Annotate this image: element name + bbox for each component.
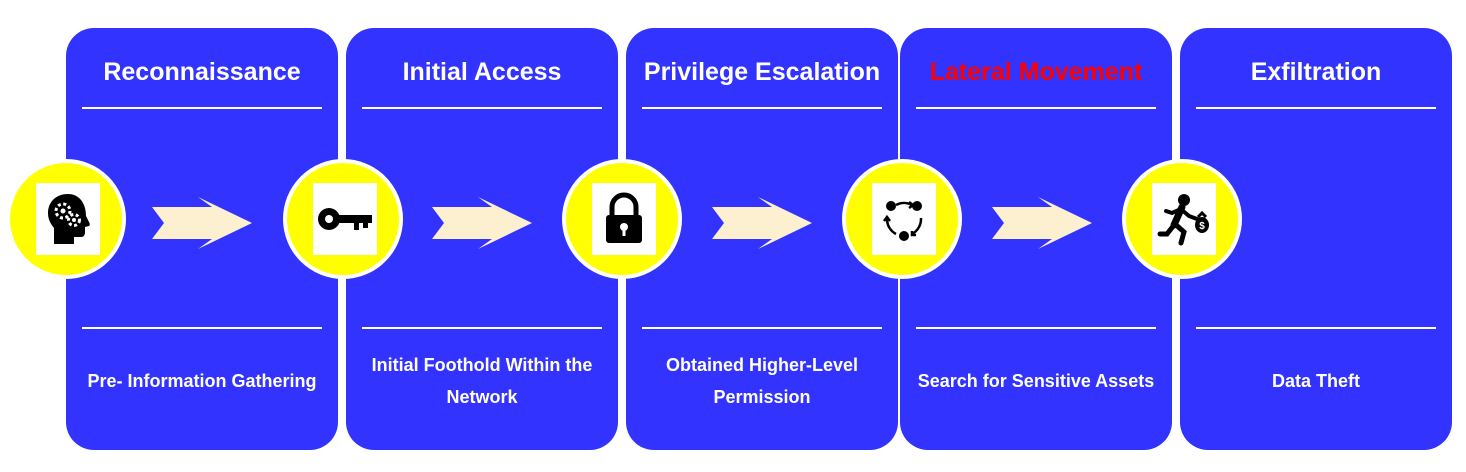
- divider: [362, 327, 602, 329]
- divider: [916, 327, 1156, 329]
- padlock-icon: [592, 183, 656, 255]
- divider: [642, 327, 882, 329]
- divider: [916, 107, 1156, 109]
- divider: [1196, 107, 1436, 109]
- node-exfiltration: $: [1122, 159, 1242, 279]
- stage-description: Data Theft: [1271, 371, 1360, 391]
- node-lateral-movement: [842, 159, 962, 279]
- stage-description: Obtained Higher-Level Permission: [665, 355, 859, 407]
- node-initial-access: [283, 159, 403, 279]
- divider: [1196, 327, 1436, 329]
- stage-title: Lateral Movement: [929, 58, 1143, 86]
- node-reconnaissance: [6, 159, 126, 279]
- stage-description: Initial Foothold Within the Network: [371, 355, 593, 407]
- cycle-arrows-icon: [872, 183, 936, 255]
- stage-title: Exfiltration: [1250, 58, 1382, 86]
- divider: [82, 327, 322, 329]
- stage-title: Reconnaissance: [103, 58, 301, 86]
- arrow-right-icon: [712, 197, 812, 249]
- svg-text:$: $: [1199, 221, 1205, 232]
- arrow-right-icon: [992, 197, 1092, 249]
- stage-description: Pre- Information Gathering: [87, 371, 317, 391]
- head-gears-icon: [36, 183, 100, 255]
- key-icon: [313, 183, 377, 255]
- node-privilege-escalation: [562, 159, 682, 279]
- divider: [362, 107, 602, 109]
- running-thief-icon: $: [1152, 183, 1216, 255]
- arrow-right-icon: [432, 197, 532, 249]
- divider: [82, 107, 322, 109]
- arrow-right-icon: [152, 197, 252, 249]
- stage-description: Search for Sensitive Assets: [917, 371, 1155, 391]
- stage-title: Initial Access: [402, 58, 562, 86]
- stage-title: Privilege Escalation: [643, 58, 881, 86]
- divider: [642, 107, 882, 109]
